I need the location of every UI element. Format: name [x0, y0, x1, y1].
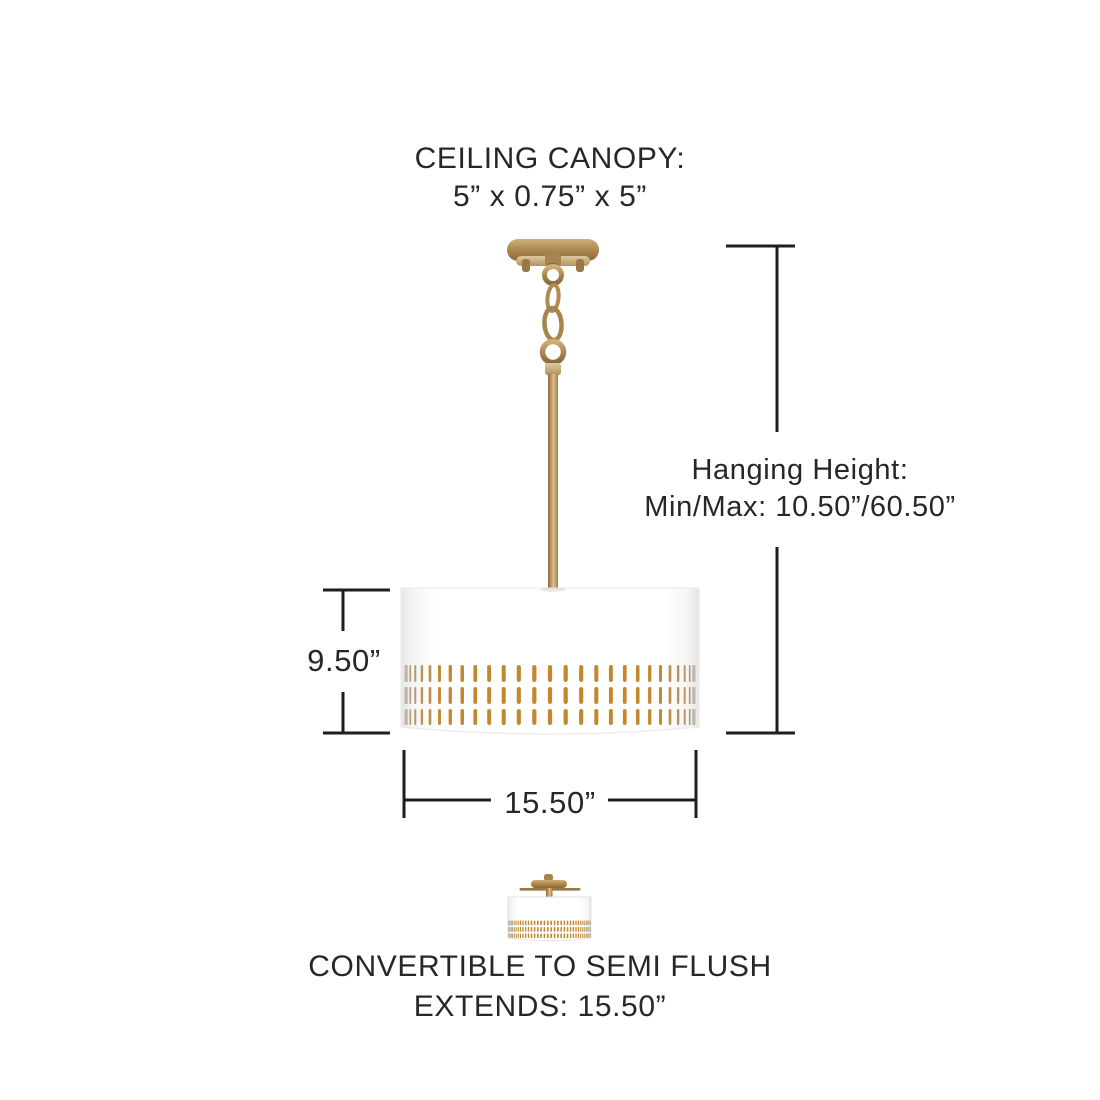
semi-flush-label: CONVERTIBLE TO SEMI FLUSH EXTENDS: 15.50… [240, 947, 840, 1026]
shade-width-label: 15.50” [504, 785, 596, 820]
hanging-height-label: Hanging Height: Min/Max: 10.50”/60.50” [590, 452, 1010, 525]
pendant-shade [400, 587, 700, 735]
mini-perforation-band [508, 920, 591, 939]
ceiling-canopy-label-line2: 5” x 0.75” x 5” [452, 179, 648, 213]
ceiling-canopy-label: CEILING CANOPY: 5” x 0.75” x 5” [250, 140, 850, 216]
ceiling-canopy-label-line1: CEILING CANOPY: [414, 142, 686, 175]
shade-height-dimension [323, 588, 390, 735]
pendant-chain [539, 264, 567, 375]
semi-flush-label-line2: EXTENDS: 15.50” [413, 989, 667, 1023]
perforation-band [404, 665, 696, 725]
pendant-canopy [507, 239, 599, 272]
shade-width-dimension [402, 750, 698, 818]
semi-flush-illustration [507, 874, 592, 942]
hanging-height-label-line1: Hanging Height: [691, 454, 909, 486]
shade-height-label: 9.50” [307, 643, 381, 678]
hanging-height-label-line2: Min/Max: 10.50”/60.50” [644, 490, 956, 523]
hanging-height-dimension [726, 244, 795, 735]
semi-flush-label-line1: CONVERTIBLE TO SEMI FLUSH [308, 950, 772, 983]
pendant-rod [548, 374, 558, 590]
